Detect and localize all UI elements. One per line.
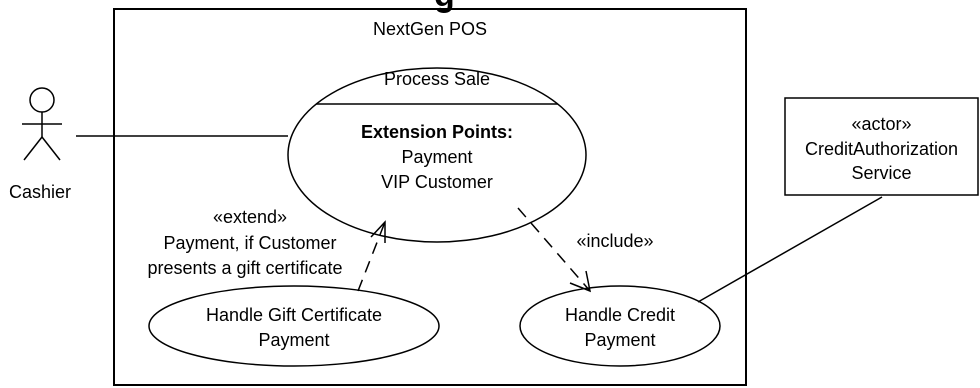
extension-point-vip-customer: VIP Customer [381, 172, 493, 192]
extend-condition-line1: Payment, if Customer [163, 233, 337, 253]
cashier-label: Cashier [8, 182, 72, 202]
include-dashed-line [517, 207, 591, 292]
system-boundary [113, 8, 747, 386]
extension-points-heading: Extension Points: [360, 122, 513, 142]
credit-service-name-line2: Service [851, 163, 912, 183]
extend-condition-line2: presents a gift certificate [147, 258, 343, 278]
gift-certificate-line2: Payment [258, 330, 330, 350]
process-sale-name: Process Sale [383, 69, 491, 89]
process-sale-use-case [287, 67, 587, 243]
credit-service-name-line1: CreditAuthorization [804, 139, 959, 159]
include-stereotype: «include» [576, 231, 654, 251]
credit-payment-line2: Payment [584, 330, 656, 350]
credit-service-actor-box [784, 97, 979, 196]
extend-dashed-line [357, 221, 386, 292]
gift-certificate-line1: Handle Gift Certificate [205, 305, 383, 325]
include-arrowhead [569, 270, 592, 293]
credit-payment-use-case [519, 285, 721, 367]
extend-stereotype: «extend» [212, 207, 288, 227]
extend-arrowhead [370, 220, 386, 243]
extension-point-payment: Payment [401, 147, 473, 167]
credit-service-stereotype: «actor» [851, 114, 912, 134]
system-name: NextGen POS [372, 19, 488, 39]
credit-payment-line1: Handle Credit [564, 305, 676, 325]
credit-service-association-line [697, 196, 883, 303]
gift-certificate-use-case [148, 285, 440, 367]
cashier-actor-icon [22, 87, 62, 161]
title-fragment: g [434, 0, 455, 12]
